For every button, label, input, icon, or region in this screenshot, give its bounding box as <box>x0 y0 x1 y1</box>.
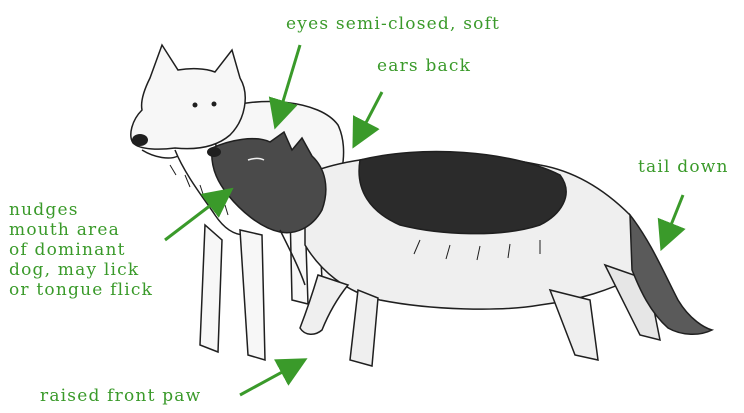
ears-annotation: ears back <box>377 56 471 76</box>
nudges-line-2: mouth area <box>9 220 169 240</box>
nudges-line-4: dog, may lick <box>9 260 169 280</box>
paw-annotation: raised front paw <box>40 386 201 406</box>
nudges-line-5: or tongue flick <box>9 280 169 300</box>
eyes-annotation: eyes semi-closed, soft <box>286 14 500 34</box>
nudges-annotation: nudges mouth area of dominant dog, may l… <box>9 200 169 300</box>
tail-annotation: tail down <box>638 157 729 177</box>
german-shepherd-illustration <box>207 132 712 366</box>
nudges-line-3: of dominant <box>9 240 169 260</box>
tail-arrow <box>665 195 683 240</box>
paw-arrow <box>240 364 297 395</box>
ears-arrow <box>358 92 382 138</box>
nudges-line-1: nudges <box>9 200 169 220</box>
